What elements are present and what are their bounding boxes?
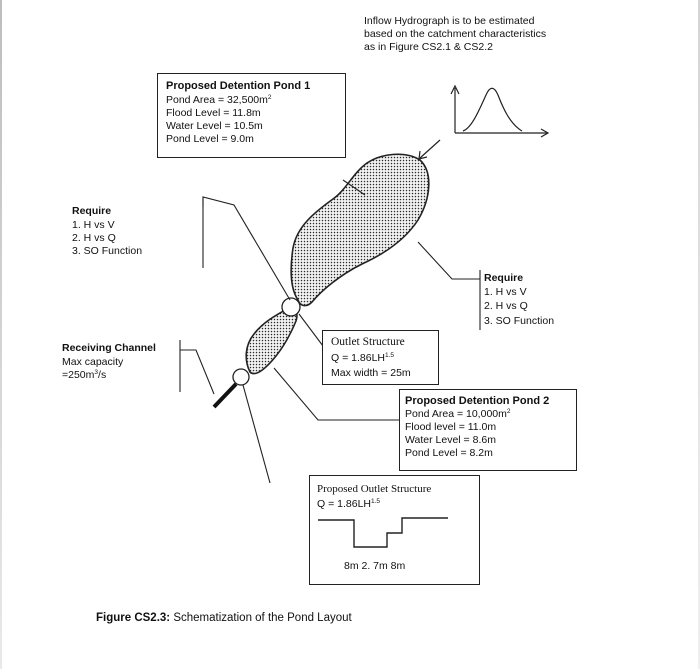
pond1-info-box: Proposed Detention Pond 1 Pond Area = 32… xyxy=(157,73,346,158)
outlet-structure-title: Outlet Structure xyxy=(331,336,405,348)
require-left-item: 1. H vs V xyxy=(72,219,115,231)
proposed-outlet-title: Proposed Outlet Structure xyxy=(317,483,432,495)
leader-outlet-structure xyxy=(298,313,327,351)
require-left-item: 2. H vs Q xyxy=(72,232,116,244)
outfall-pipe xyxy=(212,382,238,409)
proposed-outlet-marker xyxy=(232,368,250,386)
proposed-outlet-equation: Q = 1.86LH1.5 xyxy=(317,498,381,510)
leader-receiving-channel xyxy=(179,340,215,395)
time-axis-arrowhead xyxy=(540,128,550,138)
hydrograph-curve xyxy=(462,87,523,132)
leader-require-right xyxy=(417,241,480,280)
pond2-info-box: Proposed Detention Pond 2 Pond Area = 10… xyxy=(399,389,577,471)
inflow-hydrograph xyxy=(418,84,550,160)
outlet-structure-equation: Q = 1.86LH1.5 xyxy=(331,352,395,364)
flow-axis-arrowhead xyxy=(450,84,460,95)
leader-require-left xyxy=(202,196,291,301)
outlet-structure-box: Outlet Structure Q = 1.86LH1.5 Max width… xyxy=(322,330,439,385)
pond2-flood-level: Flood level = 11.0m xyxy=(405,421,497,433)
require-left-item: 3. SO Function xyxy=(72,245,143,257)
pond2-pond-level: Pond Level = 8.2m xyxy=(405,447,493,459)
note-line-1: Inflow Hydrograph is to be estimated xyxy=(364,15,535,27)
leader-pond2 xyxy=(273,367,402,421)
leader-pond1 xyxy=(342,179,366,196)
caption-label: Figure CS2.3: xyxy=(96,612,171,624)
require-right-item: 1. H vs V xyxy=(484,286,527,298)
weir-dimensions: 8m 2. 7m 8m xyxy=(344,560,406,572)
require-right-title: Require xyxy=(484,272,524,284)
pond1-title: Proposed Detention Pond 1 xyxy=(166,80,311,92)
note-line-2: based on the catchment characteristics xyxy=(364,28,547,40)
caption-text: Schematization of the Pond Layout xyxy=(170,612,352,624)
detention-pond-2 xyxy=(245,307,298,375)
pond2-title: Proposed Detention Pond 2 xyxy=(405,395,550,407)
require-left-title: Require xyxy=(72,205,112,217)
outlet-structure-marker xyxy=(281,297,301,317)
pond2-water-level: Water Level = 8.6m xyxy=(405,434,496,446)
channel-title: Receiving Channel xyxy=(62,342,156,354)
pond1-flood-level: Flood Level = 11.8m xyxy=(166,107,261,119)
pond2-area: Pond Area = 10,000m2 xyxy=(405,408,511,420)
channel-capacity-value: =250m3/s xyxy=(62,369,107,381)
scan-edge-right xyxy=(698,0,700,669)
require-right-item: 3. SO Function xyxy=(484,315,555,327)
weir-cross-section xyxy=(318,517,448,548)
channel-capacity-label: Max capacity xyxy=(62,356,124,368)
pond1-area: Pond Area = 32,500m2 xyxy=(166,94,272,106)
scan-edge-left xyxy=(0,0,2,669)
proposed-outlet-box: Proposed Outlet Structure Q = 1.86LH1.5 … xyxy=(309,475,480,585)
inflow-arrow xyxy=(419,139,441,159)
note-line-3: as in Figure CS2.1 & CS2.2 xyxy=(364,41,493,53)
detention-pond-1 xyxy=(290,153,430,307)
outlet-structure-width: Max width = 25m xyxy=(331,367,411,379)
figure-caption: Figure CS2.3: Schematization of the Pond… xyxy=(96,612,352,625)
pond1-water-level: Water Level = 10.5m xyxy=(166,120,263,132)
require-right-item: 2. H vs Q xyxy=(484,300,528,312)
leader-proposed-outlet xyxy=(242,384,271,484)
pond1-pond-level: Pond Level = 9.0m xyxy=(166,133,254,145)
